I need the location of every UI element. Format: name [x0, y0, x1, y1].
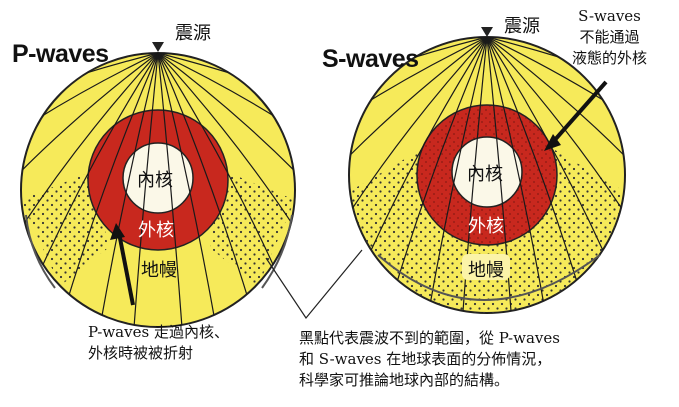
p-outer-core-label: 外核 [138, 220, 174, 241]
s-ray-12 [486, 37, 618, 281]
s-ray-5 [356, 37, 488, 281]
s-inner-core [451, 136, 523, 208]
s-ray-16 [486, 37, 625, 132]
s-ray-13 [486, 37, 625, 258]
p-waves-note: P-waves 走過內核、 外核時被被折射 [88, 323, 229, 362]
p-ray-12 [157, 53, 288, 296]
s-ray-14 [486, 37, 625, 226]
p-shadow-zone-left [21, 170, 108, 286]
p-ray-9 [157, 53, 183, 327]
p-waves-globe [20, 42, 296, 328]
p-shadow-zone-right [210, 170, 295, 286]
p-ray-8 [133, 53, 159, 327]
s-mantle-label: 地幔 [468, 260, 504, 281]
s-waves-globe [348, 27, 626, 314]
shadow-zone-note: 黑點代表震波不到的範圍，從 P-waves 和 S-waves 在地球表面的分佈… [299, 329, 560, 389]
p-note-arrowhead [110, 223, 125, 240]
s-ray-7 [429, 37, 488, 308]
p-note-arrow-line [117, 232, 135, 306]
p-inner-core [122, 142, 194, 214]
p-waves-title: P-waves [12, 40, 109, 68]
p-mantle-label: 地幔 [141, 260, 177, 281]
s-ray-11 [486, 37, 582, 297]
s-ray-10 [486, 37, 545, 308]
s-outer-core-label: 外核 [468, 216, 504, 237]
p-shadow-zones [21, 170, 295, 286]
s-note-arrowhead [544, 134, 561, 151]
p-ray-11 [157, 53, 253, 311]
s-ray-4 [349, 37, 488, 258]
s-waves-title: S-waves [322, 45, 419, 73]
p-surface-arc-left [25, 214, 56, 289]
s-note-arrow-line [551, 80, 608, 144]
s-surface-arc [377, 254, 601, 301]
p-ray-6 [63, 53, 159, 311]
p-ray-16 [157, 53, 295, 148]
p-ray-10 [157, 53, 216, 322]
p-ray-1 [21, 53, 159, 148]
s-focus-label: 震源 [504, 16, 540, 37]
p-surface-arc-right [261, 214, 293, 289]
p-ray-5 [28, 53, 159, 296]
p-ray-13 [157, 53, 295, 273]
p-focus-label: 震源 [175, 23, 211, 44]
s-focus-marker [481, 27, 493, 37]
p-ray-3 [21, 53, 159, 241]
p-ray-4 [21, 53, 159, 273]
p-focus-marker [152, 42, 164, 52]
p-ray-14 [157, 53, 295, 241]
s-ray-1 [349, 37, 488, 132]
s-ray-6 [392, 37, 488, 297]
s-inner-core-label: 內核 [467, 164, 503, 185]
shadow-leader-lines [265, 249, 363, 320]
s-waves-note: S-waves 不能通過 液態的外核 [572, 7, 648, 67]
s-mantle-label-bg [462, 254, 510, 280]
p-ray-7 [100, 53, 159, 322]
s-ray-3 [349, 37, 488, 226]
p-inner-core-label: 內核 [137, 170, 173, 191]
